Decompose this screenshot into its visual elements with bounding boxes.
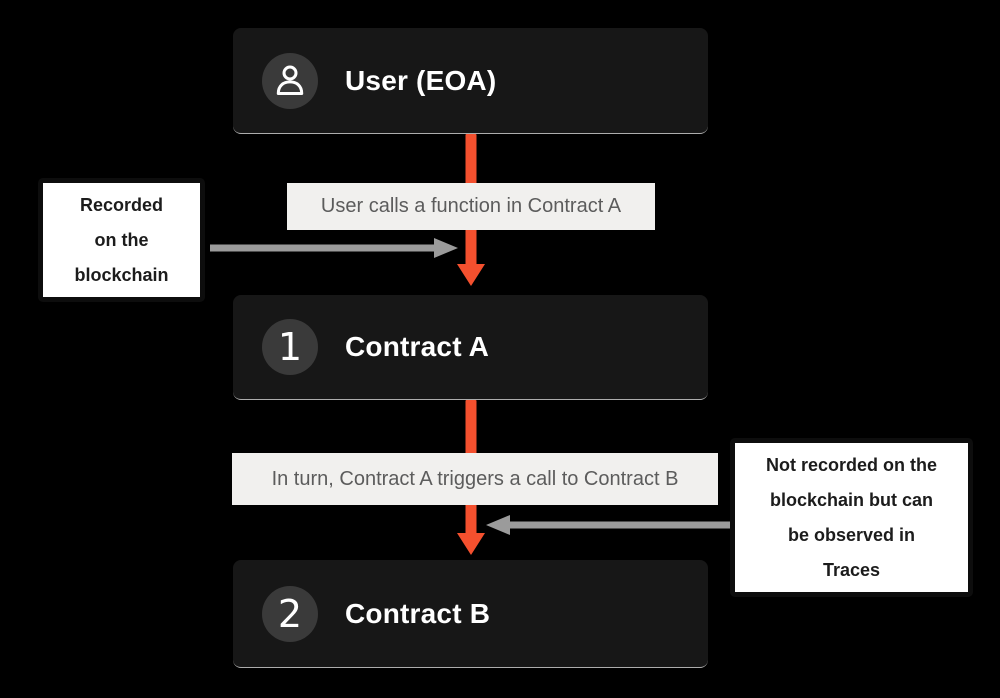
node-title-user-eoa: User (EOA) [345,64,497,96]
note-recorded-on-blockchain: Recorded on the blockchain [38,178,205,302]
step-2-badge: 2 [262,585,318,642]
user-avatar-badge [262,52,318,109]
note-not-recorded-traces: Not recorded on the blockchain but can b… [730,438,973,597]
node-title-contract-b: Contract B [345,597,491,629]
edge-label-internal-call: In turn, Contract A triggers a call to C… [232,453,718,505]
node-title-contract-a: Contract A [345,331,490,362]
node-contract-a: 1 Contract A [233,295,708,400]
node-contract-b: 2 Contract B [233,560,708,668]
node-user-eoa: User (EOA) [233,28,708,134]
step-number: 2 [277,591,303,636]
arrow-right-recorded-note-pointer [210,238,458,258]
edge-label-user-call: User calls a function in Contract A [287,183,655,230]
step-number: 1 [277,325,303,369]
arrow-left-not-recorded-note-pointer [486,515,734,535]
user-icon [276,65,304,95]
step-1-badge: 1 [262,319,318,375]
